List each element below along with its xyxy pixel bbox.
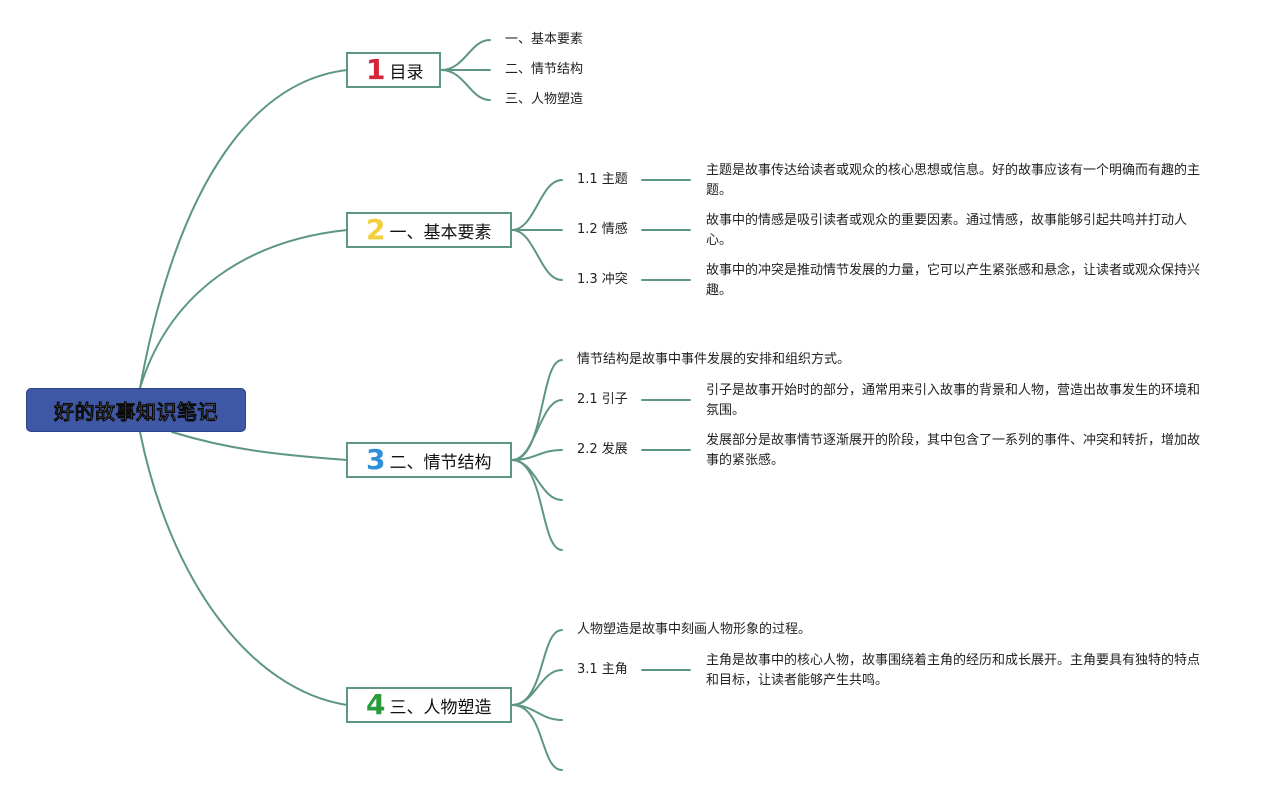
topic-theme-desc: 主题是故事传达给读者或观众的核心思想或信息。好的故事应该有一个明确而有趣的主题。 bbox=[706, 163, 1201, 198]
toc-item[interactable]: 一、基本要素 bbox=[505, 32, 584, 47]
branch-title: 二、情节结构 bbox=[389, 452, 492, 473]
topic-conflict[interactable]: 1.3 冲突 bbox=[577, 272, 628, 287]
toc-item[interactable]: 三、人物塑造 bbox=[505, 92, 584, 107]
branch-title: 目录 bbox=[389, 62, 424, 83]
topic-emotion-desc: 故事中的情感是吸引读者或观众的重要因素。通过情感，故事能够引起共鸣并打动人心。 bbox=[706, 213, 1188, 248]
topic-theme[interactable]: 1.1 主题 bbox=[577, 172, 628, 187]
topic-development[interactable]: 2.2 发展 bbox=[577, 442, 628, 457]
character-intro[interactable]: 人物塑造是故事中刻画人物形象的过程。 bbox=[577, 622, 812, 637]
number-1-icon: 1 bbox=[366, 53, 386, 86]
toc-item[interactable]: 二、情节结构 bbox=[505, 62, 584, 77]
topic-development-desc: 发展部分是故事情节逐渐展开的阶段，其中包含了一系列的事件、冲突和转折，增加故事的… bbox=[706, 433, 1201, 468]
topic-conflict-desc: 故事中的冲突是推动情节发展的力量，它可以产生紧张感和悬念，让读者或观众保持兴趣。 bbox=[706, 263, 1201, 298]
number-3-icon: 3 bbox=[366, 443, 386, 476]
branch-plot-structure[interactable]: 3 二、情节结构 bbox=[346, 442, 512, 478]
topic-protagonist-desc: 主角是故事中的核心人物，故事围绕着主角的经历和成长展开。主角要具有独特的特点和目… bbox=[706, 653, 1201, 688]
branch-title: 三、人物塑造 bbox=[389, 697, 492, 718]
root-node[interactable]: 好的故事知识笔记 bbox=[26, 388, 246, 432]
topic-opening[interactable]: 2.1 引子 bbox=[577, 392, 628, 407]
plot-intro[interactable]: 情节结构是故事中事件发展的安排和组织方式。 bbox=[577, 352, 851, 367]
branch-character[interactable]: 4 三、人物塑造 bbox=[346, 687, 512, 723]
topic-protagonist[interactable]: 3.1 主角 bbox=[577, 662, 628, 677]
number-2-icon: 2 bbox=[366, 213, 386, 246]
topic-opening-desc: 引子是故事开始时的部分，通常用来引入故事的背景和人物，营造出故事发生的环境和氛围… bbox=[706, 383, 1201, 418]
topic-emotion[interactable]: 1.2 情感 bbox=[577, 222, 628, 237]
number-4-icon: 4 bbox=[366, 688, 386, 721]
branch-toc[interactable]: 1 目录 bbox=[346, 52, 441, 88]
branch-title: 一、基本要素 bbox=[389, 222, 492, 243]
branch-basic-elements[interactable]: 2 一、基本要素 bbox=[346, 212, 512, 248]
root-title: 好的故事知识笔记 bbox=[54, 399, 218, 424]
